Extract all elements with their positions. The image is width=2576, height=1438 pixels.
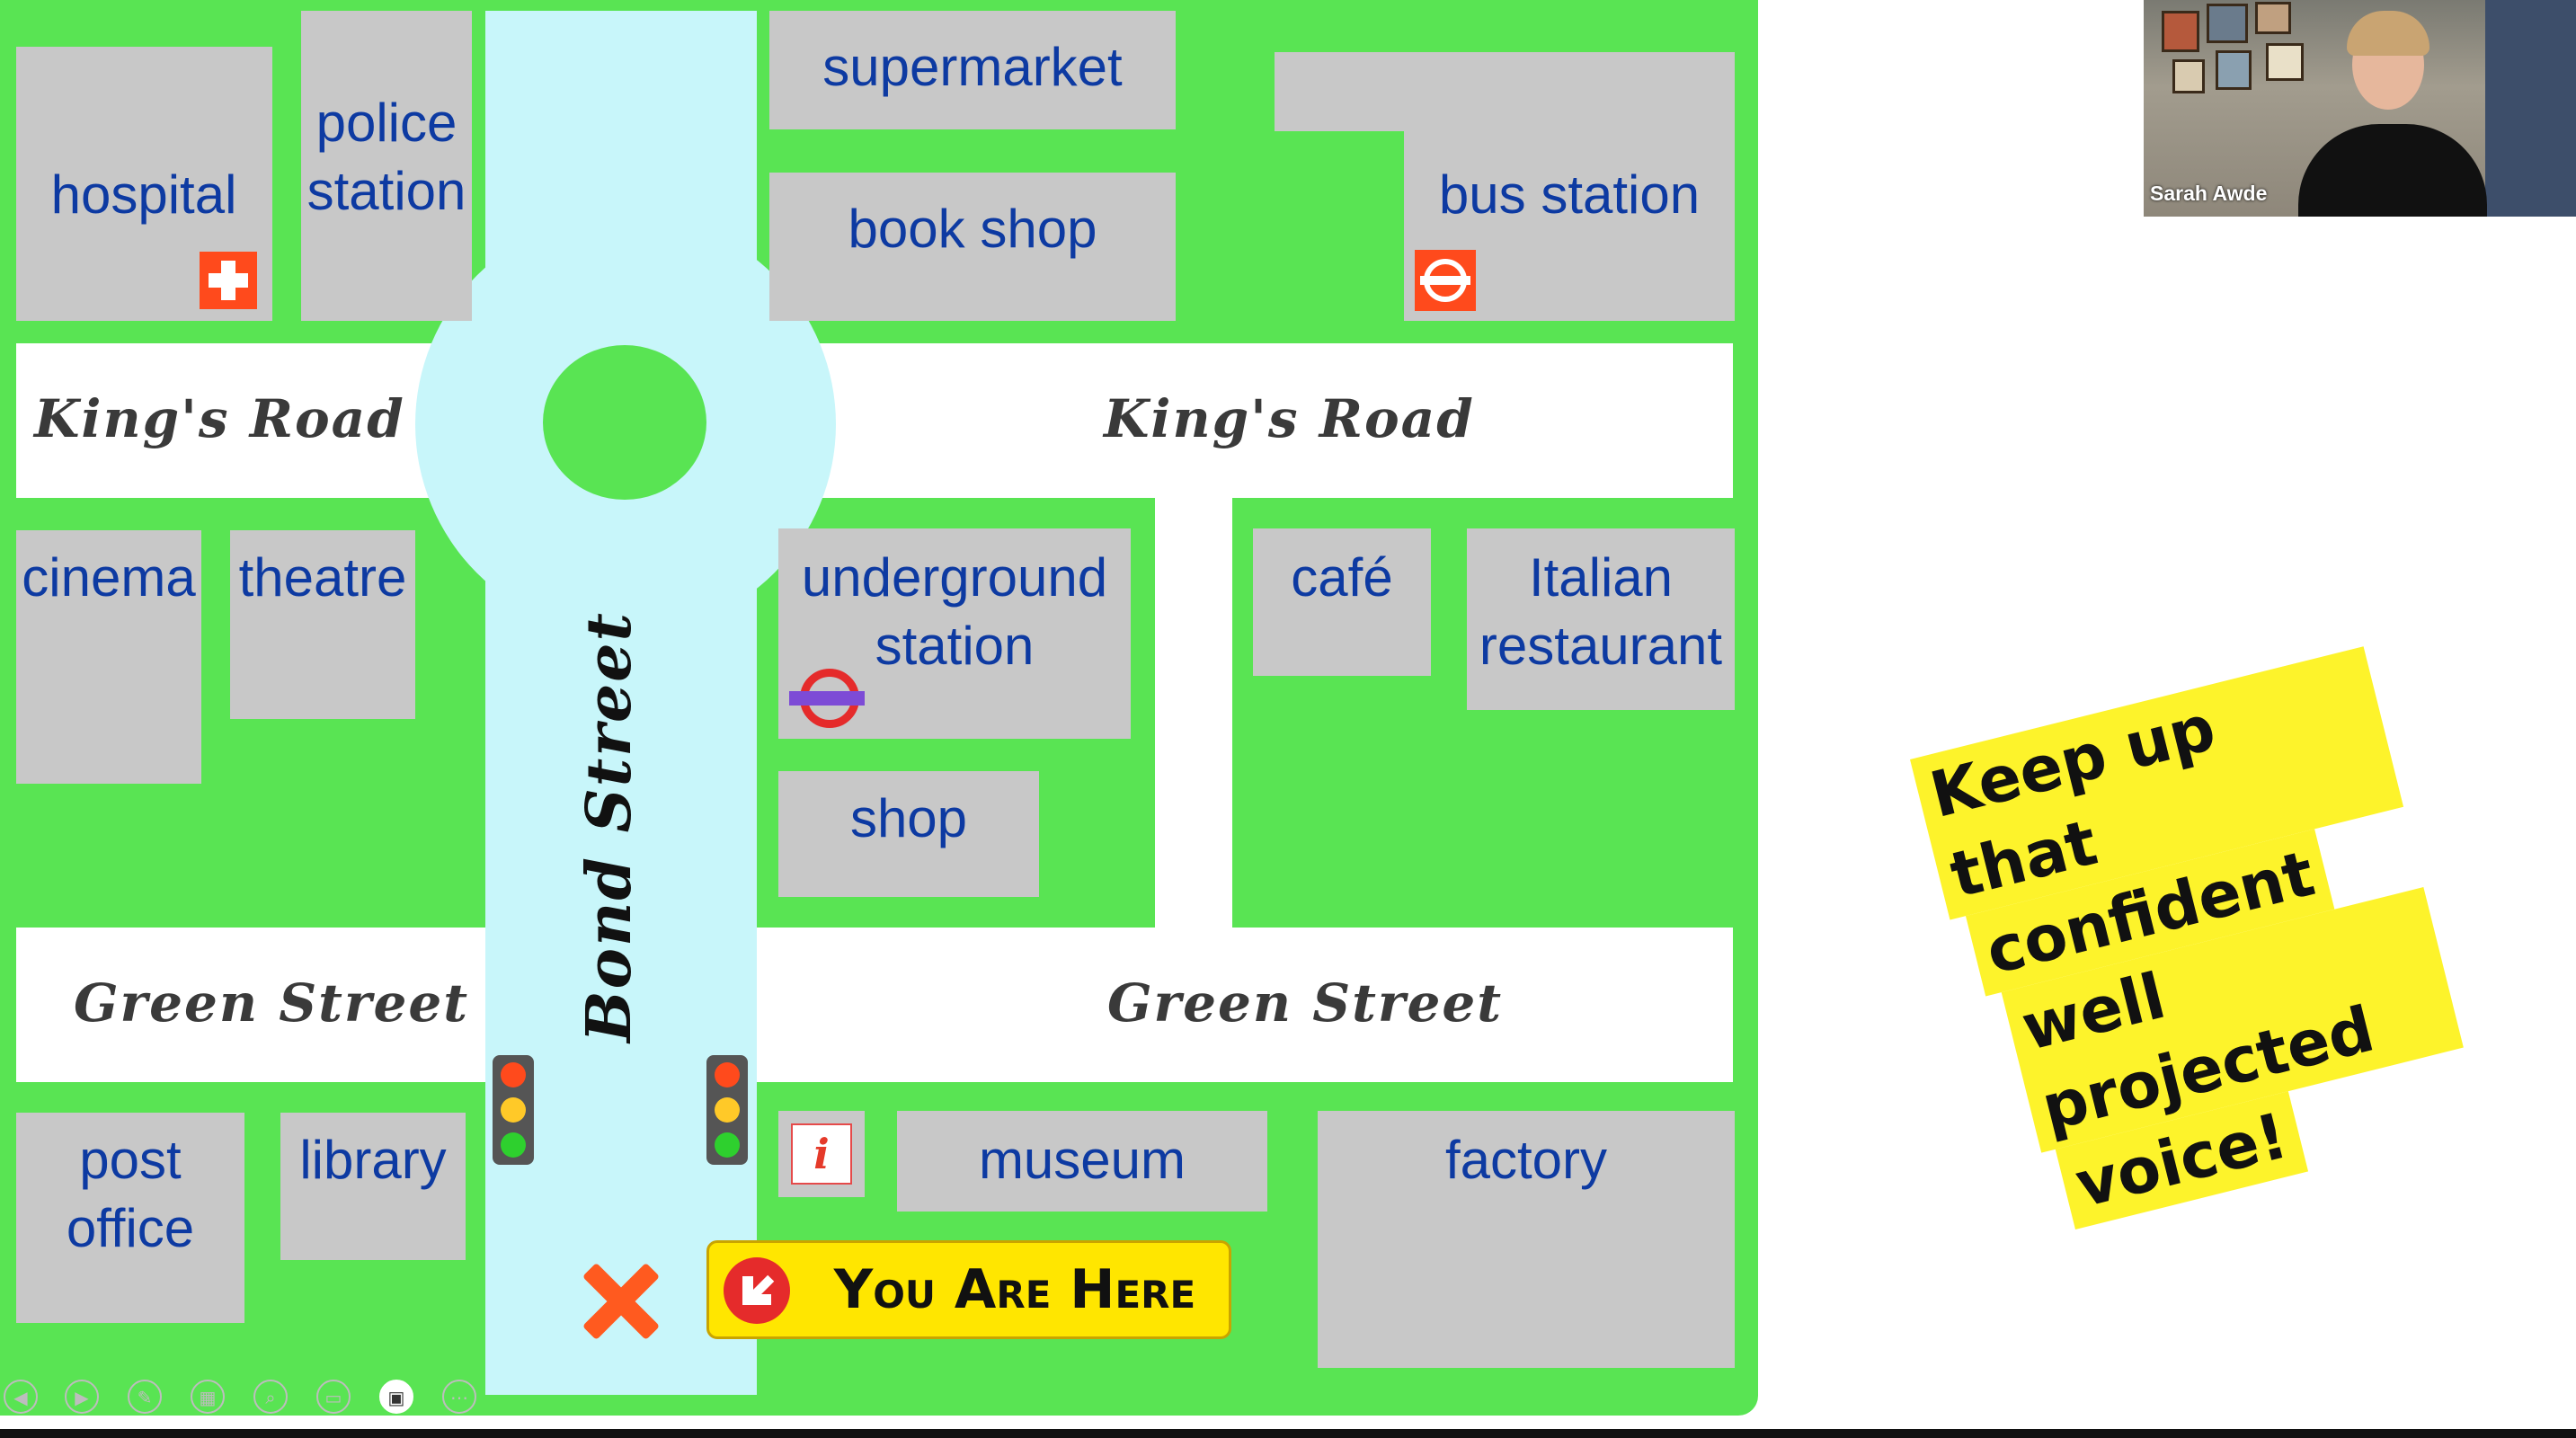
- frame-decor-4: [2172, 59, 2205, 93]
- side-lane: [1155, 498, 1232, 928]
- webcam-tile[interactable]: [2144, 0, 2576, 217]
- you-are-here-label: You Are Here: [833, 1258, 1196, 1321]
- museum-label: museum: [978, 1130, 1186, 1190]
- underground-label-2: station: [875, 616, 1035, 676]
- police-station-building: [301, 11, 472, 321]
- theatre-label: theatre: [238, 547, 407, 608]
- kings-road-left-label: King's Road: [34, 388, 405, 449]
- cinema-label: cinema: [22, 547, 196, 608]
- bus-station-label: bus station: [1438, 164, 1701, 225]
- police-station-label-2: station: [306, 161, 466, 221]
- factory-label: factory: [1444, 1130, 1608, 1190]
- encouragement-note: Keep up that confident well projected vo…: [1910, 646, 2464, 1230]
- bottom-bar: [0, 1429, 2576, 1438]
- post-office-label-2: office: [66, 1198, 195, 1258]
- zoom-icon[interactable]: ⌕: [253, 1380, 288, 1414]
- arrow-down-left-icon: [724, 1257, 790, 1324]
- underground-label-1: underground: [801, 547, 1108, 608]
- pen-icon[interactable]: ✎: [128, 1380, 162, 1414]
- traffic-light-left: [493, 1055, 534, 1165]
- you-are-here-sign: You Are Here: [706, 1240, 1231, 1339]
- post-office-building: [16, 1113, 244, 1323]
- kings-road: [16, 343, 1733, 498]
- camera-icon[interactable]: ▣: [379, 1380, 413, 1414]
- kings-road-right-label: King's Road: [1104, 388, 1475, 449]
- previous-slide-button[interactable]: ◀: [4, 1380, 38, 1414]
- book-shop-building: [769, 173, 1176, 321]
- green-street-left-label: Green Street: [74, 972, 470, 1034]
- person-hair: [2347, 11, 2429, 56]
- library-building: [280, 1113, 466, 1260]
- cafe-building: [1253, 528, 1431, 676]
- frame-decor-6: [2266, 43, 2304, 81]
- frame-decor-2: [2207, 4, 2248, 43]
- person-body: [2298, 124, 2487, 217]
- town-map: hospital police station supermarket book…: [0, 0, 1758, 1416]
- x-marker-icon: [575, 1256, 665, 1346]
- next-slide-button[interactable]: ▶: [65, 1380, 99, 1414]
- window-curtain: [2485, 0, 2576, 217]
- frame-decor-1: [2162, 11, 2199, 52]
- factory-building: [1318, 1111, 1735, 1368]
- roundabout-island: [543, 345, 706, 500]
- frame-decor-5: [2216, 50, 2252, 90]
- cafe-label: café: [1291, 547, 1393, 608]
- museum-building: [897, 1111, 1267, 1212]
- information-icon: i: [791, 1123, 852, 1185]
- frame-decor-3: [2255, 2, 2291, 34]
- post-office-label-1: post: [79, 1130, 182, 1190]
- green-street-right-label: Green Street: [1107, 972, 1504, 1034]
- bus-roundel-icon: [1415, 250, 1476, 311]
- shop-building: [778, 771, 1039, 897]
- grid-icon[interactable]: ▦: [191, 1380, 225, 1414]
- speaker-name: Sarah Awde: [2150, 182, 2268, 205]
- book-shop-label: book shop: [848, 199, 1097, 259]
- italian-label-2: restaurant: [1479, 616, 1723, 676]
- hospital-label: hospital: [50, 164, 237, 225]
- bus-station-building: [1275, 52, 1735, 131]
- supermarket-label: supermarket: [822, 37, 1123, 97]
- supermarket-building: [769, 11, 1176, 129]
- bond-street-label: Bond Street: [573, 611, 645, 1043]
- screen-icon[interactable]: ▭: [316, 1380, 351, 1414]
- cinema-building: [16, 530, 201, 784]
- police-station-label-1: police: [315, 93, 457, 153]
- shop-label: shop: [849, 788, 968, 848]
- underground-roundel-icon: [789, 669, 865, 730]
- italian-label-1: Italian: [1528, 547, 1674, 608]
- library-label: library: [299, 1130, 447, 1190]
- more-icon[interactable]: ⋯: [442, 1380, 476, 1414]
- info-symbol: i: [813, 1130, 830, 1178]
- red-cross-icon: [200, 252, 257, 309]
- green-street: [16, 928, 1733, 1082]
- theatre-building: [230, 530, 415, 719]
- traffic-light-right: [706, 1055, 748, 1165]
- italian-restaurant-building: [1467, 528, 1735, 710]
